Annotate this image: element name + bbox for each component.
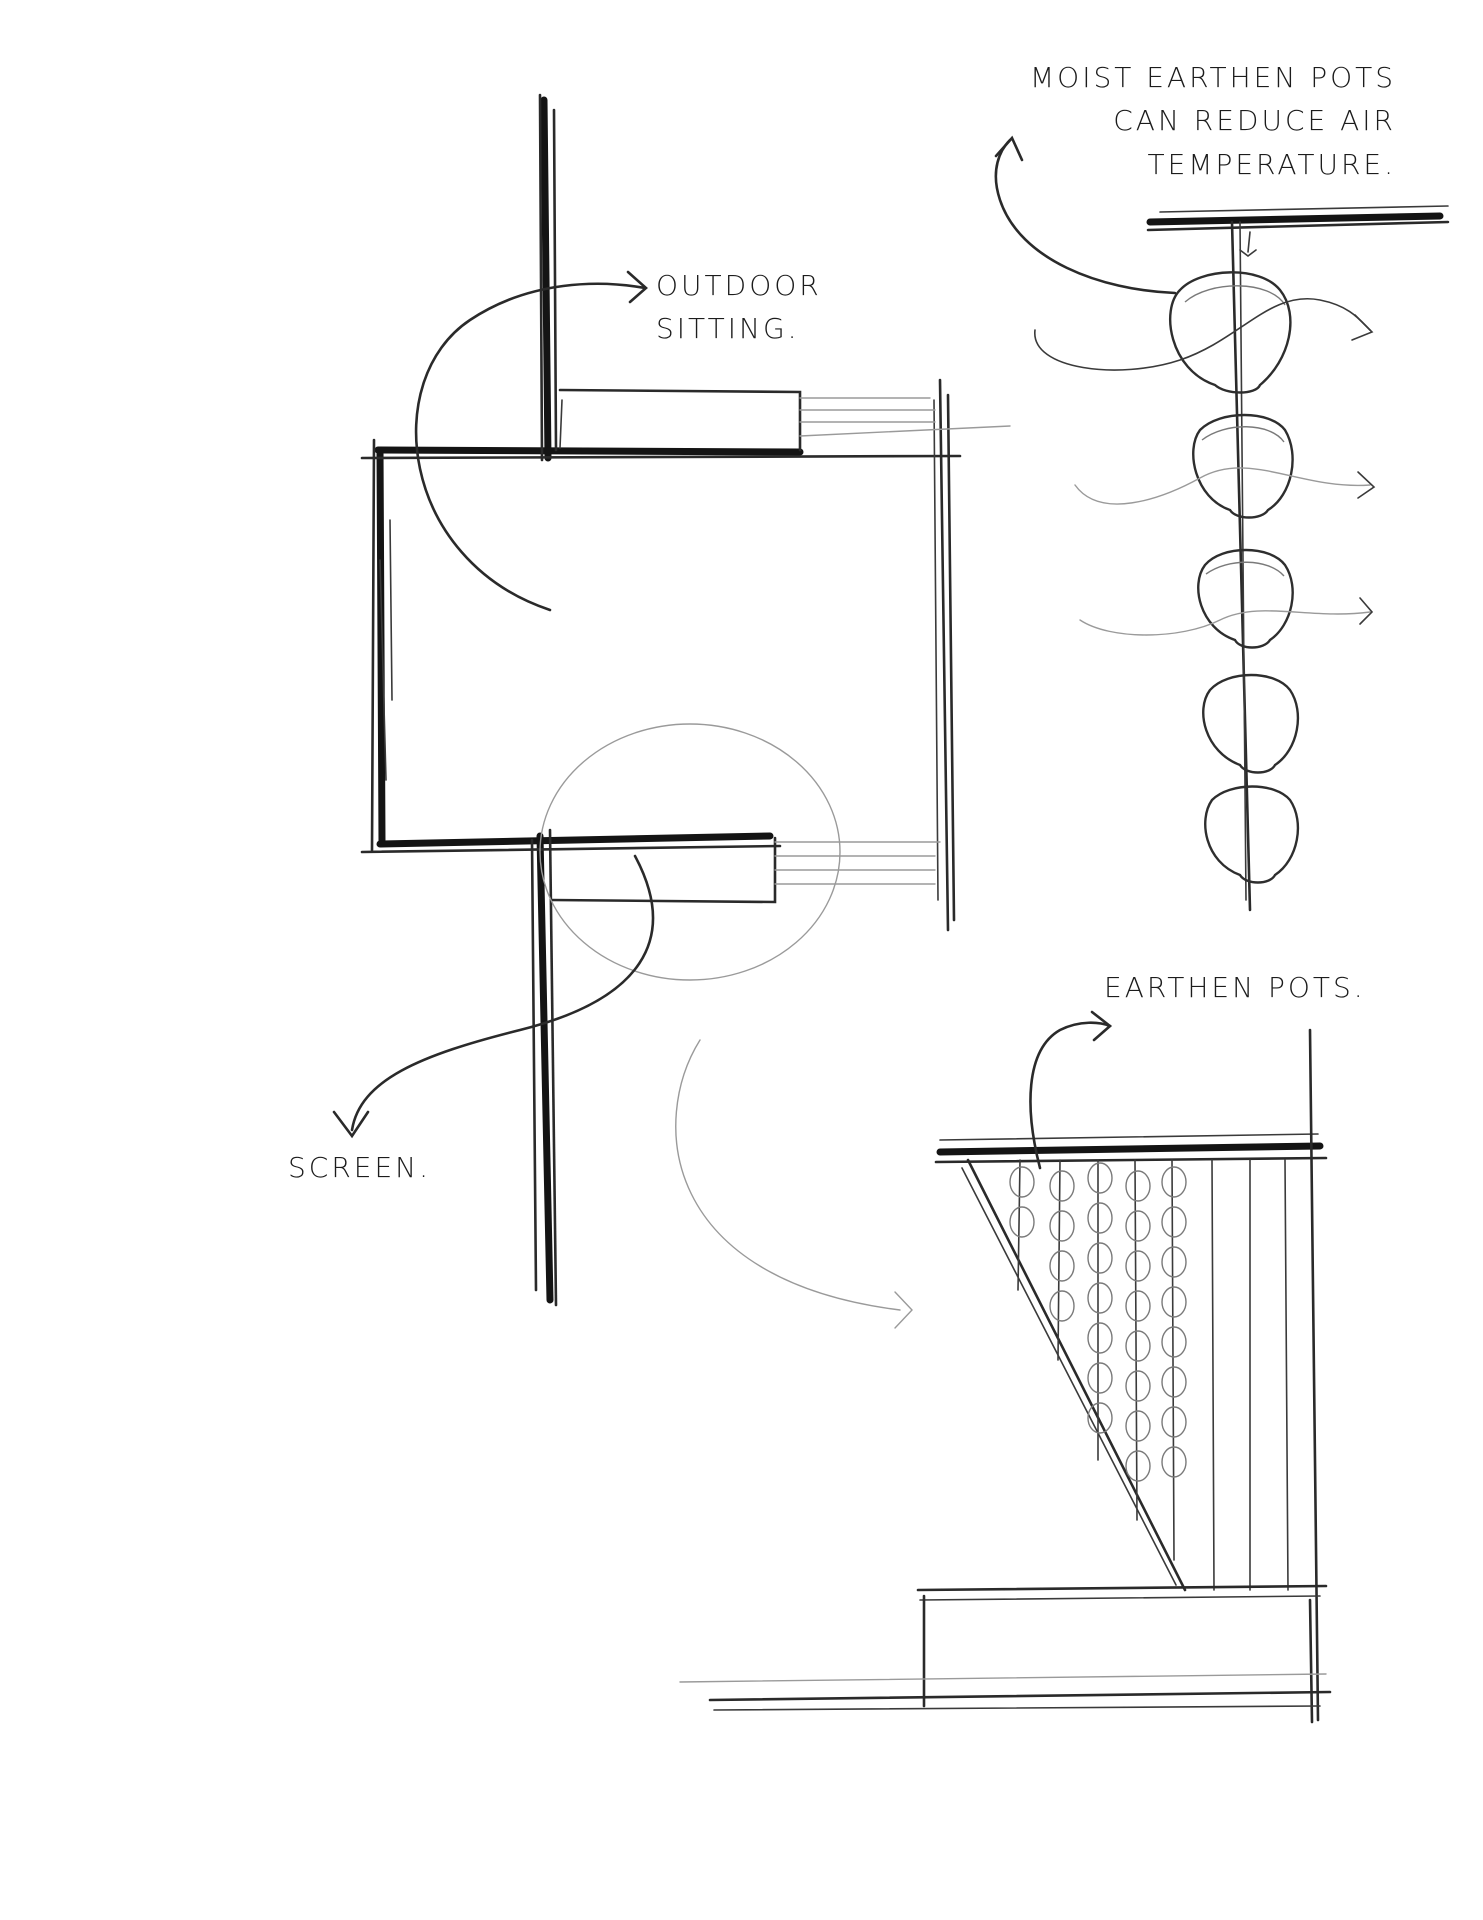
moist-pots-line-2: CAN REDUCE AIR	[1113, 104, 1396, 138]
moist-pots-annotation: MOIST EARTHEN POTS CAN REDUCE AIR TEMPER…	[1030, 56, 1396, 186]
plan-wall-right	[938, 378, 950, 932]
plan-wall-vertical-top	[540, 96, 552, 462]
airflow-line-1	[1034, 297, 1371, 371]
moist-pots-line-1: MOIST EARTHEN POTS	[1030, 61, 1396, 94]
screen-arrow	[350, 854, 655, 1132]
screen-annotation: SCREEN.	[288, 1151, 432, 1184]
moist-pots-line-3: TEMPERATURE.	[1147, 147, 1396, 181]
pot-5	[1204, 785, 1300, 884]
moist-pots-arrow	[994, 138, 1177, 295]
airflow-line-2	[1074, 467, 1371, 505]
outdoor-line-2: SITTING.	[656, 312, 800, 346]
pot-chain-detail	[994, 135, 1450, 912]
outdoor-sitting-annotation: OUTDOOR SITTING.	[656, 264, 822, 351]
pot-1	[1168, 271, 1292, 394]
plan-wall-vertical-bottom	[536, 832, 554, 1304]
earthen-pots-annotation: EARTHEN POTS.	[1104, 971, 1366, 1004]
floor-plan	[332, 93, 1011, 1329]
pot-4	[1202, 673, 1300, 774]
outdoor-line-1: OUTDOOR	[656, 269, 822, 302]
elevation-pots	[1009, 1162, 1187, 1482]
pot-3	[1197, 548, 1294, 649]
plan-wall-bottom	[376, 832, 774, 848]
plan-wall-left	[376, 446, 386, 846]
plan-wall-top	[374, 446, 804, 456]
screen-detail-circle	[539, 723, 841, 981]
elevation-detail	[679, 1010, 1332, 1724]
airflow-line-3	[1079, 610, 1371, 636]
pot-2	[1192, 413, 1294, 519]
outdoor-arrow	[414, 282, 647, 612]
earthen-pots-arrow	[1029, 1021, 1112, 1170]
